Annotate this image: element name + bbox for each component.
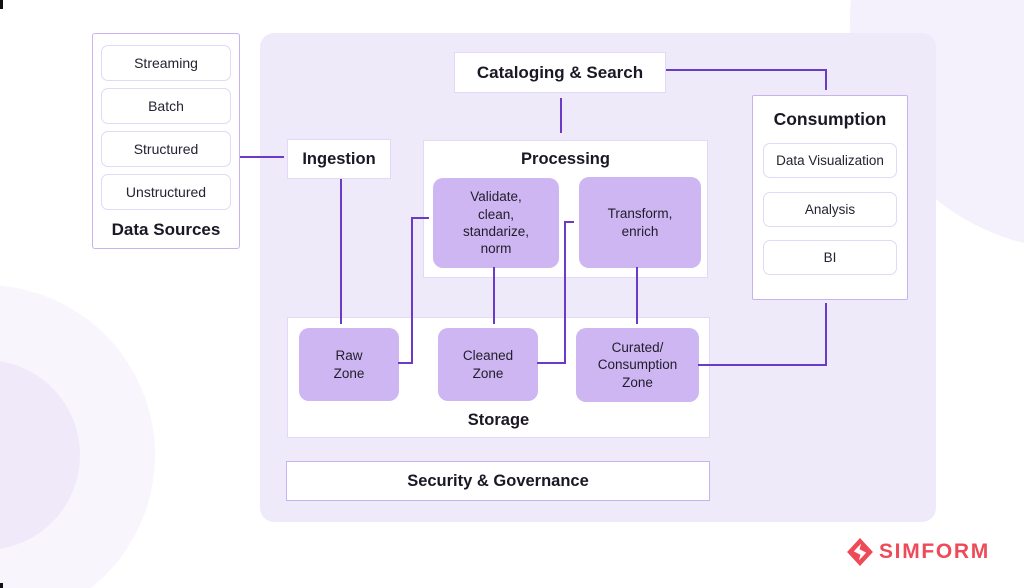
data-sources-title: Data Sources	[111, 220, 221, 239]
consumption-analysis: Analysis	[763, 192, 897, 227]
simform-logo-text: SIMFORM	[879, 540, 990, 563]
zone-curated: Curated/ Consumption Zone	[576, 328, 699, 402]
corner-artifact-bottom-left	[0, 583, 3, 588]
consumption-title: Consumption	[773, 109, 887, 129]
data-sources-group: Streaming Batch Structured Unstructured …	[92, 33, 240, 249]
source-streaming: Streaming	[101, 45, 231, 81]
zone-raw: Raw Zone	[299, 328, 399, 401]
consumption-bi: BI	[763, 240, 897, 275]
source-unstructured: Unstructured	[101, 174, 231, 210]
processing-title: Processing	[521, 150, 610, 168]
cataloging-search-node: Cataloging & Search	[454, 52, 666, 93]
corner-artifact-top-left	[0, 0, 3, 9]
storage-title: Storage	[467, 411, 530, 429]
simform-diamond-icon	[847, 538, 873, 566]
zone-cleaned: Cleaned Zone	[438, 328, 538, 401]
source-batch: Batch	[101, 88, 231, 124]
consumption-data-visualization: Data Visualization	[763, 143, 897, 178]
source-structured: Structured	[101, 131, 231, 167]
storage-group: Raw Zone Cleaned Zone Curated/ Consumpti…	[287, 317, 710, 438]
simform-logo: SIMFORM	[847, 538, 990, 566]
consumption-group: Consumption Data Visualization Analysis …	[752, 95, 908, 300]
ingestion-node: Ingestion	[287, 139, 391, 179]
processing-group: Processing Validate, clean, standarize, …	[423, 140, 708, 278]
step-validate-clean: Validate, clean, standarize, norm	[433, 178, 559, 268]
step-transform-enrich: Transform, enrich	[579, 177, 701, 268]
security-governance-node: Security & Governance	[286, 461, 710, 501]
